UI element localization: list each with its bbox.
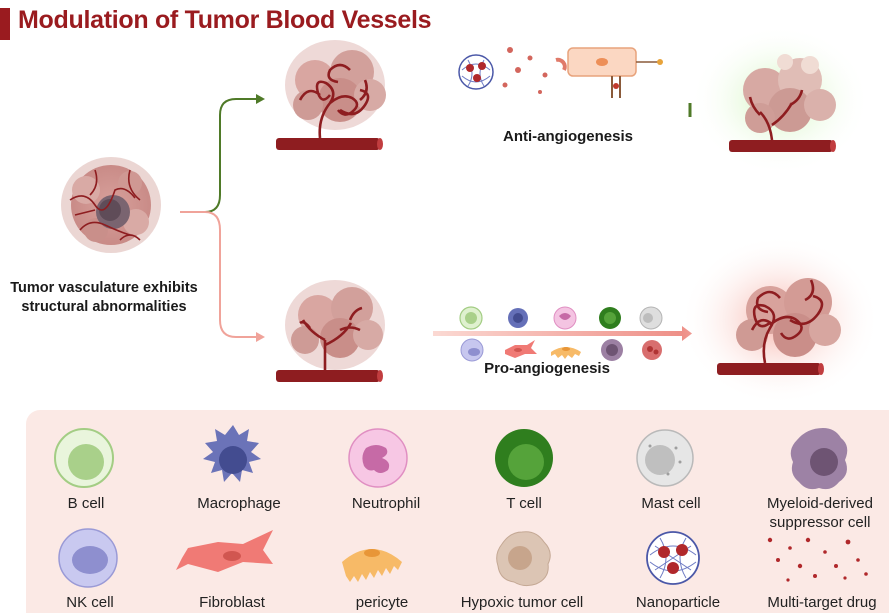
legend-panel <box>26 410 889 613</box>
legend-mast-cell: Mast cell <box>641 495 701 512</box>
neutrophil-icon <box>348 428 408 488</box>
pro-angiogenesis-cells-row1 <box>459 306 663 330</box>
legend-multi-target-drug: Multi-target drug <box>767 594 877 611</box>
anti-angiogenesis-drugs <box>458 47 663 98</box>
pericyte-icon <box>342 549 402 582</box>
tumor-top-right-normalized <box>690 25 870 175</box>
mdsc-icon <box>790 428 848 490</box>
pro-angiogenesis-cells-row2 <box>460 338 662 362</box>
b-cell-icon <box>54 428 114 488</box>
tumor-with-abnormal-vasculature <box>61 157 161 253</box>
legend-t-cell: T cell <box>506 495 542 512</box>
fibroblast-icon <box>176 530 273 572</box>
legend-pericyte: pericyte <box>355 594 409 611</box>
nanoparticle-icon <box>646 531 700 585</box>
hypoxic-tumor-cell-icon <box>496 531 551 587</box>
legend-nanoparticle: Nanoparticle <box>635 594 721 611</box>
left-tumor-label: Tumor vasculature exhibits structural ab… <box>10 280 198 315</box>
anti-angiogenesis-label: Anti-angiogenesis <box>502 128 633 145</box>
page-title: Modulation of Tumor Blood Vessels <box>18 6 432 34</box>
macrophage-icon <box>203 425 261 482</box>
legend-hypoxic-tumor-cell: Hypoxic tumor cell <box>460 594 584 611</box>
anti-angiogenesis-arrow <box>433 103 692 117</box>
multi-target-drug-icon <box>767 537 868 582</box>
title-accent-bar <box>0 8 10 40</box>
legend-b-cell: B cell <box>67 495 105 512</box>
tumor-bottom-middle <box>276 280 385 382</box>
nk-cell-icon <box>58 528 118 588</box>
branch-arrows <box>180 94 265 342</box>
legend-nk-cell: NK cell <box>66 594 114 611</box>
pro-angiogenesis-label: Pro-angiogenesis <box>484 360 610 377</box>
legend-mdsc-line2: suppressor cell <box>769 514 871 531</box>
tumor-top-middle <box>276 40 386 150</box>
tumor-bottom-right-abnormal <box>680 235 880 405</box>
legend-macrophage: Macrophage <box>197 495 281 512</box>
legend-fibroblast: Fibroblast <box>199 594 265 611</box>
legend-neutrophil: Neutrophil <box>351 495 421 512</box>
mast-cell-icon <box>636 429 694 487</box>
t-cell-icon <box>495 429 553 487</box>
legend-mdsc-line1: Myeloid-derived <box>767 495 873 512</box>
